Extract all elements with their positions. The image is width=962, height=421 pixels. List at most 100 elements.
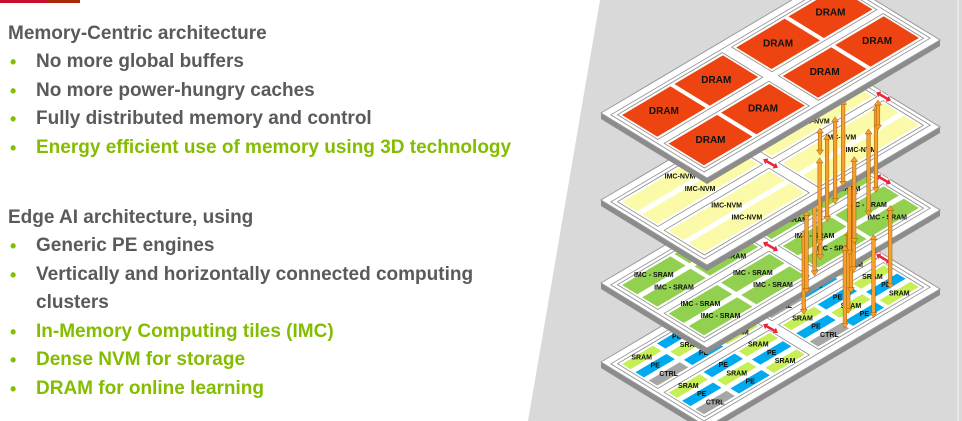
pe-layer-sram-tile-label: SRAM [678,383,699,390]
arrow-head-down [810,270,819,277]
dram-tile-label: DRAM [862,36,892,47]
sram-cluster [663,250,811,339]
bullet-icon: • [10,137,17,158]
arrow-head-down [847,287,855,294]
dram-tile [620,85,708,139]
bullet-item: •Vertically and horizontally connected c… [8,261,516,318]
pe-layer-pe-tile-label: PE [697,391,707,398]
imc-nvm-tile [781,101,901,174]
bullet-text: Energy efficient use of memory using 3D … [36,136,512,158]
bullet-icon: • [10,109,17,129]
arrow-shaft [852,160,857,240]
pe-layer-ctrl-tile [647,360,691,388]
arrow-head-up [869,234,878,240]
memory-centric-bullets: •No more global buffers •No more power-h… [8,48,568,162]
arrow-head-down [840,322,849,329]
arrow-shape [875,90,892,103]
arrow-head-up [831,116,840,123]
bullet-icon: • [10,350,17,370]
dram-tile-label: DRAM [649,106,679,117]
pe-layer-sram-tile-label: SRAM [775,358,796,365]
arrow-head-down [886,283,895,289]
arrow-shaft [812,196,817,273]
bullet-text: In-Memory Computing tiles (IMC) [36,320,334,342]
horizontal-link-arrow-icon [762,322,779,335]
arrow-head-up [815,157,824,164]
imc-nvm-tile-label: IMC-NVM [846,147,877,154]
arrow-head-down [849,266,858,273]
bullet-icon: • [10,264,17,285]
arrow-head-down [869,312,878,319]
pe-layer-pe-tile-label: PE [881,282,891,289]
pe-layer-ctrl-tile [693,389,737,416]
imc-nvm-tile-label: IMC-NVM [711,202,742,209]
dram-tile [781,46,869,99]
horizontal-link-arrow-icon [762,240,779,253]
arrow-head-up [886,205,895,211]
imc-sram-tile-label: IMC - SRAM [733,270,773,277]
nvm-sram-vertical-links [815,98,880,246]
vertical-link-arrow-icon [823,133,832,222]
arrow-head-down [845,249,854,256]
vertical-link-arrow-icon [874,99,882,131]
arrow-shaft [875,103,881,127]
imc-nvm-tile [666,169,787,242]
arrow-head-down [815,239,824,246]
imc-nvm-tile-label: IMC-NVM [799,118,830,125]
pe-layer-sram-tile-label: SRAM [748,342,769,349]
vertical-link-arrow-icon [815,157,824,246]
arrow-shaft [888,209,893,285]
arrow-head-down [872,187,880,193]
nvm-cluster [777,100,925,188]
arrow-shaft [842,248,847,325]
imc-sram-tile [719,252,787,294]
layer-stack: CTRLPESRAMPESRAMPESRAMPESRAMCTRLPESRAMPE… [600,0,941,421]
pe-layer-pe-tile [794,313,838,340]
pe-layer-pe-tile-label: PE [719,362,729,369]
dram-tile [666,113,755,167]
dram-tile-label: DRAM [815,8,845,19]
arrow-head-down [816,149,824,156]
pe-layer-pe-tile-label: PE [699,350,709,357]
arrow-head-down [802,288,811,294]
arrow-shape [762,240,779,253]
arrow-head-up [816,127,824,134]
dram-tile-label: DRAM [696,135,726,146]
horizontal-link-arrow-icon [875,90,892,103]
arrow-shaft [871,238,876,314]
arrow-shaft [841,103,846,183]
arrow-head-down [864,210,873,217]
imc-sram-tile [666,283,735,325]
board-inner-rim [610,0,931,173]
board-edge [601,289,940,421]
pe-layer-sram-tile-label: SRAM [792,315,813,322]
pe-layer-pe-tile-label: PE [650,363,660,370]
dram-tile-label: DRAM [701,75,731,86]
arrow-shaft [847,175,852,252]
dram-tile [734,17,822,71]
vertical-link-arrow-icon [869,234,878,319]
vertical-link-arrow-icon [864,128,873,217]
imc-sram-tile-label: IMC - SRAM [867,214,907,221]
dram-tile-label: DRAM [810,67,840,78]
bullet-icon: • [10,321,17,342]
bullet-text: DRAM for online learning [36,377,264,399]
arrow-head-up [823,133,832,140]
arrow-shaft [825,138,830,218]
dram-tile-label: DRAM [748,104,778,115]
pe-layer-sram-tile [877,280,921,307]
pe-layer-sram-tile-label: SRAM [889,290,910,297]
bullet-text: No more power-hungry caches [36,79,315,101]
bullet-item: •No more power-hungry caches [8,77,568,106]
arrow-shaft [866,132,871,213]
arrow-shaft [817,161,822,242]
vertical-link-arrow-icon [802,209,811,294]
section-heading-memory-centric: Memory-Centric architecture [8,23,267,44]
horizontal-link-arrow-icon [875,173,892,186]
arrow-shaft [817,131,823,152]
arrow-head-down [799,308,808,315]
title-accent-bar [0,0,80,3]
imc-sram-tile-label: IMC - SRAM [701,313,741,320]
